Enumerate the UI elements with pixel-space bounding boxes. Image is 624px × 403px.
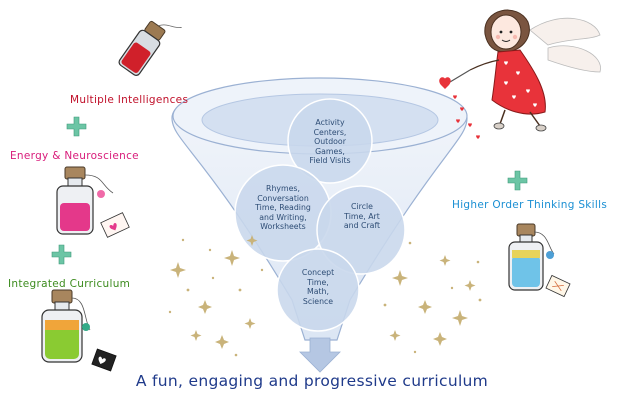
circle-right [316, 185, 406, 275]
label-multiple-intelligences: Multiple Intelligences [70, 94, 189, 106]
fairy-girl-icon [439, 9, 601, 132]
venn-circles [234, 98, 406, 332]
plus-icon [66, 116, 87, 137]
label-higher-order-thinking: Higher Order Thinking Skills [452, 199, 608, 211]
tagline: A fun, engaging and progressive curricul… [135, 372, 489, 390]
down-arrow-icon [299, 337, 341, 373]
potion-bottle-red-icon [118, 20, 182, 76]
circle-bottom [276, 248, 360, 332]
sparkle-icon [168, 235, 482, 357]
label-energy-neuroscience: Energy & Neuroscience [10, 150, 139, 162]
potion-bottle-blue-icon [508, 223, 571, 298]
heart-trail [453, 95, 480, 139]
label-integrated-curriculum: Integrated Curriculum [8, 278, 131, 290]
potion-bottle-pink-icon [56, 166, 130, 238]
plus-icon [51, 244, 72, 265]
plus-icon [507, 170, 528, 191]
potion-bottle-green-icon [41, 289, 117, 372]
circle-top [287, 98, 373, 184]
